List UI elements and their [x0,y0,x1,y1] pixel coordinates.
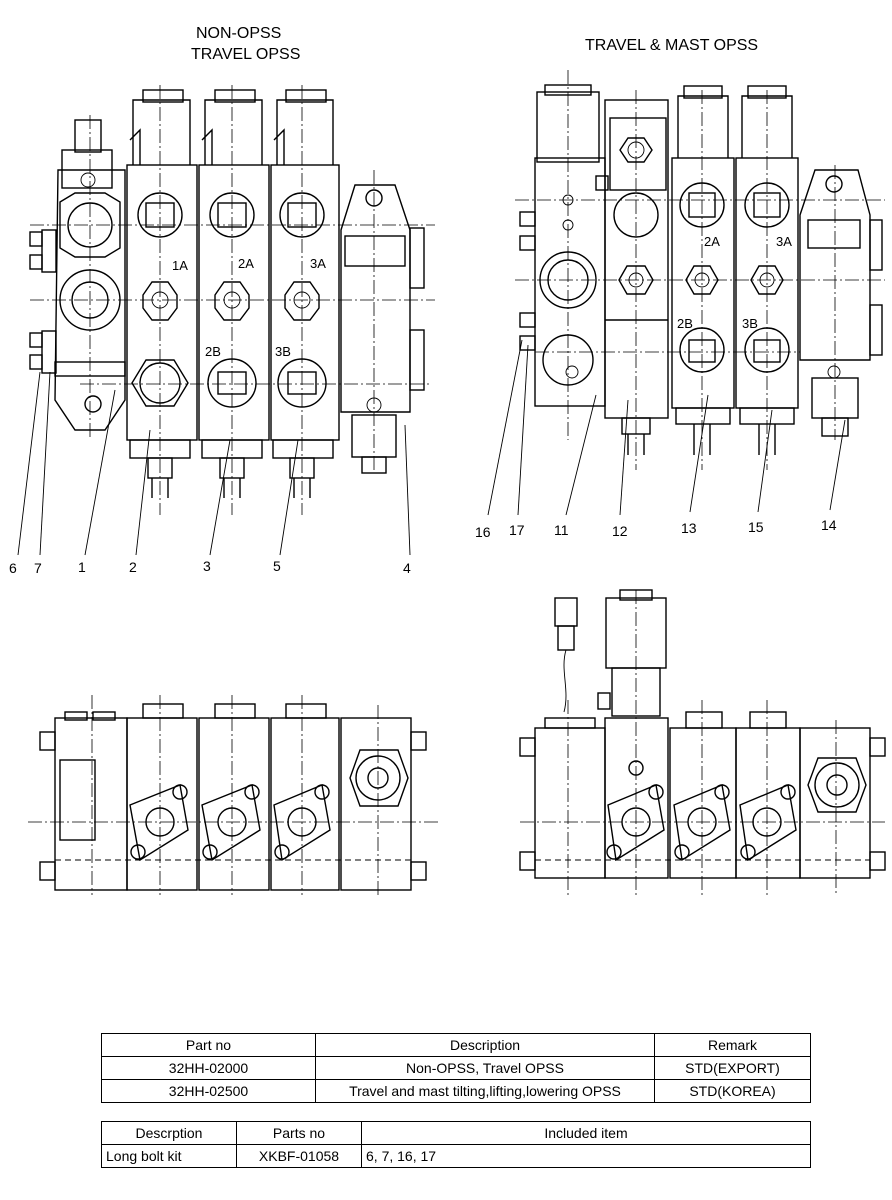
top-right-view: 2A 3A 2B 3B 16 17 11 12 13 15 14 [475,70,885,540]
callout-16: 16 [475,524,491,540]
callout-4: 4 [403,560,411,576]
port-label-r-2a: 2A [704,234,720,249]
header-part-no: Part no [101,1033,316,1057]
port-label-3b: 3B [275,344,291,359]
cell-description: Travel and mast tilting,lifting,lowering… [315,1079,655,1103]
callout-14: 14 [821,517,837,533]
port-label-r-3a: 3A [776,234,792,249]
parts-table-header: Part no Description Remark [101,1033,811,1057]
callout-1: 1 [78,559,86,575]
header-parts-no: Parts no [236,1121,362,1145]
cell-description: Long bolt kit [101,1144,237,1168]
cell-parts-no: XKBF-01058 [236,1144,362,1168]
top-left-view: 1A 2A 3A 2B 3B 6 7 1 2 3 5 4 [9,85,435,576]
callout-15: 15 [748,519,764,535]
table-row: 32HH-02500 Travel and mast tilting,lifti… [101,1079,811,1103]
header-included-item: Included item [361,1121,811,1145]
port-label-r-2b: 2B [677,316,693,331]
cell-remark: STD(EXPORT) [654,1056,811,1080]
cell-part-no: 32HH-02500 [101,1079,316,1103]
port-label-2a: 2A [238,256,254,271]
cell-remark: STD(KOREA) [654,1079,811,1103]
bottom-right-view [519,589,886,895]
kit-table: Descrption Parts no Included item Long b… [101,1121,811,1168]
callout-3: 3 [203,558,211,574]
bottom-left-view [28,695,440,895]
title-travel-mast-opss: TRAVEL & MAST OPSS [585,37,758,54]
callout-11: 11 [554,522,569,538]
callout-2: 2 [129,559,137,575]
cell-description: Non-OPSS, Travel OPSS [315,1056,655,1080]
header-description: Descrption [101,1121,237,1145]
parts-table: Part no Description Remark 32HH-02000 No… [101,1033,811,1103]
table-row: Long bolt kit XKBF-01058 6, 7, 16, 17 [101,1144,811,1168]
port-label-3a: 3A [310,256,326,271]
callout-5: 5 [273,558,281,574]
callout-12: 12 [612,523,628,539]
table-row: 32HH-02000 Non-OPSS, Travel OPSS STD(EXP… [101,1056,811,1080]
callout-17: 17 [509,522,525,538]
header-description: Description [315,1033,655,1057]
port-label-r-3b: 3B [742,316,758,331]
port-label-2b: 2B [205,344,221,359]
header-remark: Remark [654,1033,811,1057]
callout-7: 7 [34,560,42,576]
port-label-1a: 1A [172,258,188,273]
callout-13: 13 [681,520,697,536]
cell-part-no: 32HH-02000 [101,1056,316,1080]
cell-included-item: 6, 7, 16, 17 [361,1144,811,1168]
callout-6: 6 [9,560,17,576]
valve-drawing: NON-OPSS TRAVEL OPSS TRAVEL & MAST OPSS [9,25,886,895]
kit-table-header: Descrption Parts no Included item [101,1121,811,1145]
title-non-opss: NON-OPSS [196,25,281,42]
title-travel-opss: TRAVEL OPSS [191,46,300,63]
